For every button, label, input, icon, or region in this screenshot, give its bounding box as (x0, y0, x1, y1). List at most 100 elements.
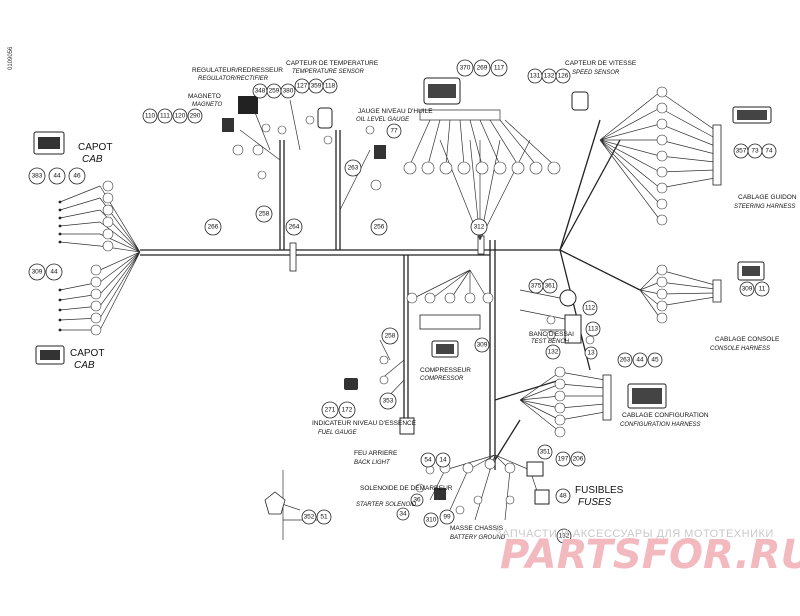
magneto-fr: MAGNETO (188, 93, 221, 100)
fuel-gauge-fr: INDICATEUR NIVEAU D'ESSENCE (312, 420, 417, 427)
compressor-en: COMPRESSOR (420, 376, 464, 382)
callout-310: 310 (426, 517, 437, 524)
pin-dots (58, 200, 62, 332)
callout-258-top: 258 (259, 211, 270, 218)
magneto-en: MAGNETO (192, 102, 223, 108)
fuel-gauge-en: FUEL GAUGE (318, 430, 358, 436)
callout-348: 348 (255, 88, 266, 95)
compressor-icon (431, 340, 459, 358)
capot-top-fr: CAPOT (78, 142, 112, 153)
callout-309-right: 309 (742, 286, 753, 293)
callout-256: 256 (374, 224, 385, 231)
oil-gauge-fr: JAUGE NIVEAU D'HUILE (358, 108, 433, 115)
config-fr: CABLAGE CONFIGURATION (622, 412, 709, 419)
callout-45: 45 (651, 357, 659, 364)
capot-top-connector-icon (33, 131, 65, 155)
callout-99: 99 (443, 514, 451, 521)
callout-266: 266 (208, 224, 219, 231)
callouts: 383 44 46 309 44 110 111 120 290 348 259… (28, 59, 777, 544)
speed-sensor-en: SPEED SENSOR (572, 70, 620, 76)
callout-113: 113 (588, 326, 599, 333)
watermark-line1: ЗАПЧАСТИ И АКСЕССУАРЫ ДЛЯ МОТОТЕХНИКИ (495, 528, 774, 540)
callout-54: 54 (424, 457, 432, 464)
callout-370: 370 (460, 65, 471, 72)
watermark: ЗАПЧАСТИ И АКСЕССУАРЫ ДЛЯ МОТОТЕХНИКИ PA… (495, 528, 800, 578)
capot-bottom-en: CAB (74, 360, 95, 371)
callout-309-left: 309 (32, 269, 43, 276)
callout-359: 359 (311, 83, 322, 90)
compressor-fan (409, 269, 489, 330)
capot-bottom-fr: CAPOT (70, 348, 104, 359)
test-bench-en: TEST BENCH (531, 339, 570, 345)
callout-352: 352 (304, 514, 315, 521)
callout-112: 112 (585, 305, 596, 312)
starter-fr: SOLENOIDE DE DEMARREUR (360, 485, 453, 492)
callout-132-test: 132 (548, 349, 559, 356)
test-bench-fr: BANC D'ESSAI (529, 331, 574, 338)
left-fan (59, 185, 141, 331)
steering-fr: CABLAGE GUIDON (738, 194, 797, 201)
callout-51: 51 (320, 514, 328, 521)
console-connector-icon (737, 261, 765, 281)
temperature-fr: CAPTEUR DE TEMPERATURE (286, 60, 379, 67)
callout-118: 118 (325, 83, 336, 90)
callout-312: 312 (474, 224, 485, 231)
callout-74: 74 (765, 148, 773, 155)
speed-sensor-icon (571, 91, 589, 111)
callout-263-top: 263 (348, 165, 359, 172)
regulator-icon (238, 96, 258, 114)
capot-bottom-connector-icon (35, 345, 65, 365)
callout-290: 290 (190, 113, 201, 120)
callout-271: 271 (325, 407, 336, 414)
starter-solenoid-icon (434, 488, 446, 500)
temperature-en: TEMPERATURE SENSOR (292, 69, 365, 75)
fuses-fr: FUSIBLES (575, 485, 624, 496)
oil-gauge-en: OIL LEVEL GAUGE (356, 117, 410, 123)
callout-126: 126 (558, 73, 569, 80)
callout-13: 13 (587, 350, 595, 357)
side-code: 0109056 (8, 46, 14, 70)
regulator-fr: REGULATEUR/REDRESSEUR (192, 67, 283, 74)
callout-383: 383 (32, 173, 43, 180)
fuses-en: FUSES (578, 497, 612, 508)
lower-left-component-icon (264, 491, 286, 515)
fuses-icon (526, 461, 550, 505)
oil-gauge-icon (374, 145, 386, 159)
callout-132-fuse: 132 (559, 533, 570, 540)
callout-44-config: 44 (636, 357, 644, 364)
console-fr: CABLAGE CONSOLE (715, 336, 780, 343)
callout-357: 357 (736, 148, 747, 155)
config-en: CONFIGURATION HARNESS (620, 422, 701, 428)
console-fan (639, 269, 716, 319)
config-fan (519, 371, 606, 433)
regulator-en: REGULATOR/RECTIFIER (198, 76, 269, 82)
callout-380: 380 (283, 88, 294, 95)
callout-375: 375 (531, 283, 542, 290)
magneto-icon (222, 118, 234, 132)
capot-top-en: CAB (82, 154, 103, 165)
compressor-fr: COMPRESSEUR (420, 367, 471, 374)
callout-361: 361 (545, 283, 556, 290)
callout-110: 110 (145, 113, 156, 120)
ground-en: BATTERY GROUND (450, 535, 506, 541)
fuel-gauge-icon (344, 378, 358, 390)
callout-309-compressor: 309 (477, 342, 488, 349)
callout-36: 36 (413, 497, 421, 504)
temperature-sensor-icon (317, 107, 333, 129)
backlight-en: BACK LIGHT (354, 460, 391, 466)
callout-172: 172 (342, 407, 353, 414)
callout-44-top: 44 (53, 173, 61, 180)
watermark-logo: PARTSFOR.RU (500, 532, 800, 578)
callout-117: 117 (494, 65, 505, 72)
callout-73: 73 (751, 148, 759, 155)
wire-markers (90, 86, 668, 515)
steering-connector-icon (732, 106, 772, 124)
steering-en: STEERING HARNESS (734, 204, 795, 210)
config-connector-icon (627, 383, 667, 409)
callout-131: 131 (530, 73, 541, 80)
test-bench-icon (559, 289, 582, 344)
callout-264: 264 (289, 224, 300, 231)
callout-77: 77 (390, 128, 398, 135)
callout-269: 269 (477, 65, 488, 72)
